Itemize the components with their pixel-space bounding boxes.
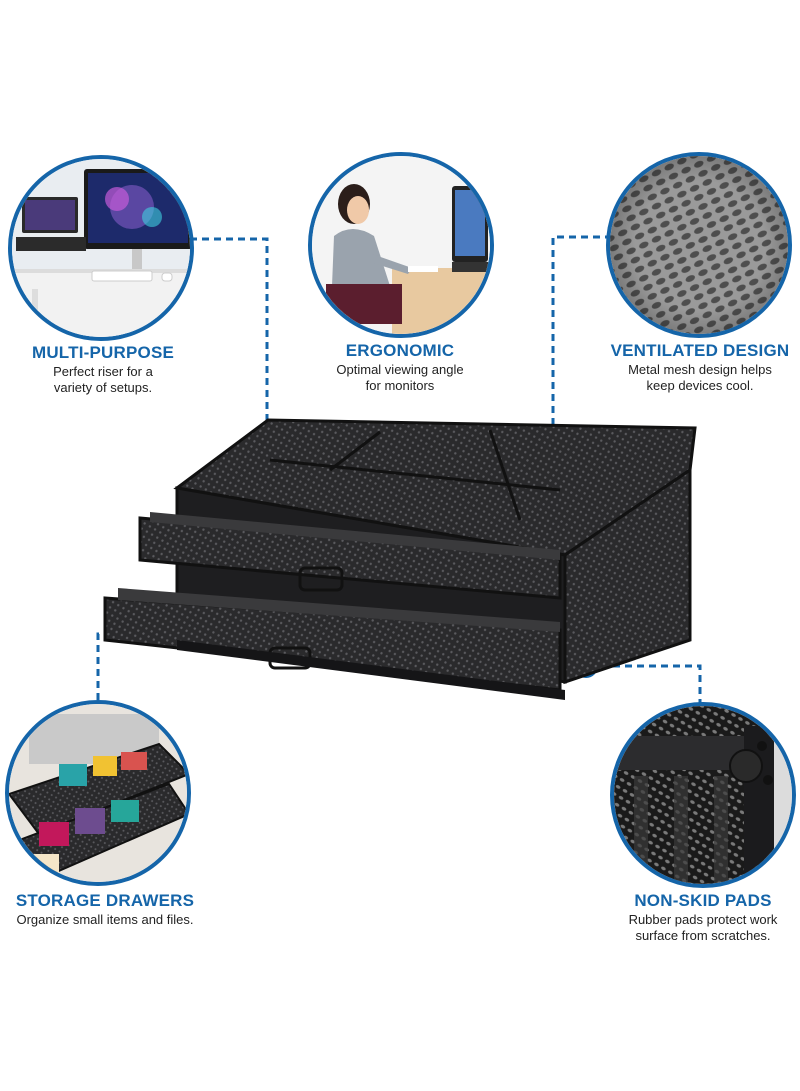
ventilated-photo bbox=[606, 152, 792, 338]
multipurpose-desc: Perfect riser for a variety of setups. bbox=[53, 364, 153, 395]
feature-ventilated: VENTILATED DESIGN Metal mesh design help… bbox=[600, 341, 800, 394]
nonskid-desc: Rubber pads protect work surface from sc… bbox=[628, 912, 778, 943]
feature-multipurpose: MULTI-PURPOSE Perfect riser for a variet… bbox=[10, 343, 196, 396]
ergonomic-title: ERGONOMIC bbox=[345, 341, 455, 360]
storage-title: STORAGE DRAWERS bbox=[15, 891, 195, 910]
ergonomic-photo bbox=[308, 152, 494, 338]
ventilated-title: VENTILATED DESIGN bbox=[610, 341, 790, 360]
feature-nonskid: NON-SKID PADS Rubber pads protect work s… bbox=[600, 891, 800, 944]
multipurpose-title: MULTI-PURPOSE bbox=[31, 343, 175, 362]
multipurpose-photo bbox=[8, 155, 194, 341]
connector-storage bbox=[96, 622, 178, 700]
ventilated-desc: Metal mesh design helps keep devices coo… bbox=[628, 362, 772, 393]
connector-nonskid bbox=[574, 654, 702, 706]
nonskid-photo bbox=[610, 702, 796, 888]
feature-ergonomic: ERGONOMIC Optimal viewing angle for moni… bbox=[300, 341, 500, 394]
connector-multipurpose bbox=[190, 237, 279, 462]
storage-desc: Organize small items and files. bbox=[16, 912, 194, 927]
nonskid-title: NON-SKID PADS bbox=[634, 891, 772, 910]
storage-photo bbox=[5, 700, 191, 886]
ergonomic-desc: Optimal viewing angle for monitors bbox=[336, 362, 464, 393]
feature-storage: STORAGE DRAWERS Organize small items and… bbox=[0, 891, 210, 928]
